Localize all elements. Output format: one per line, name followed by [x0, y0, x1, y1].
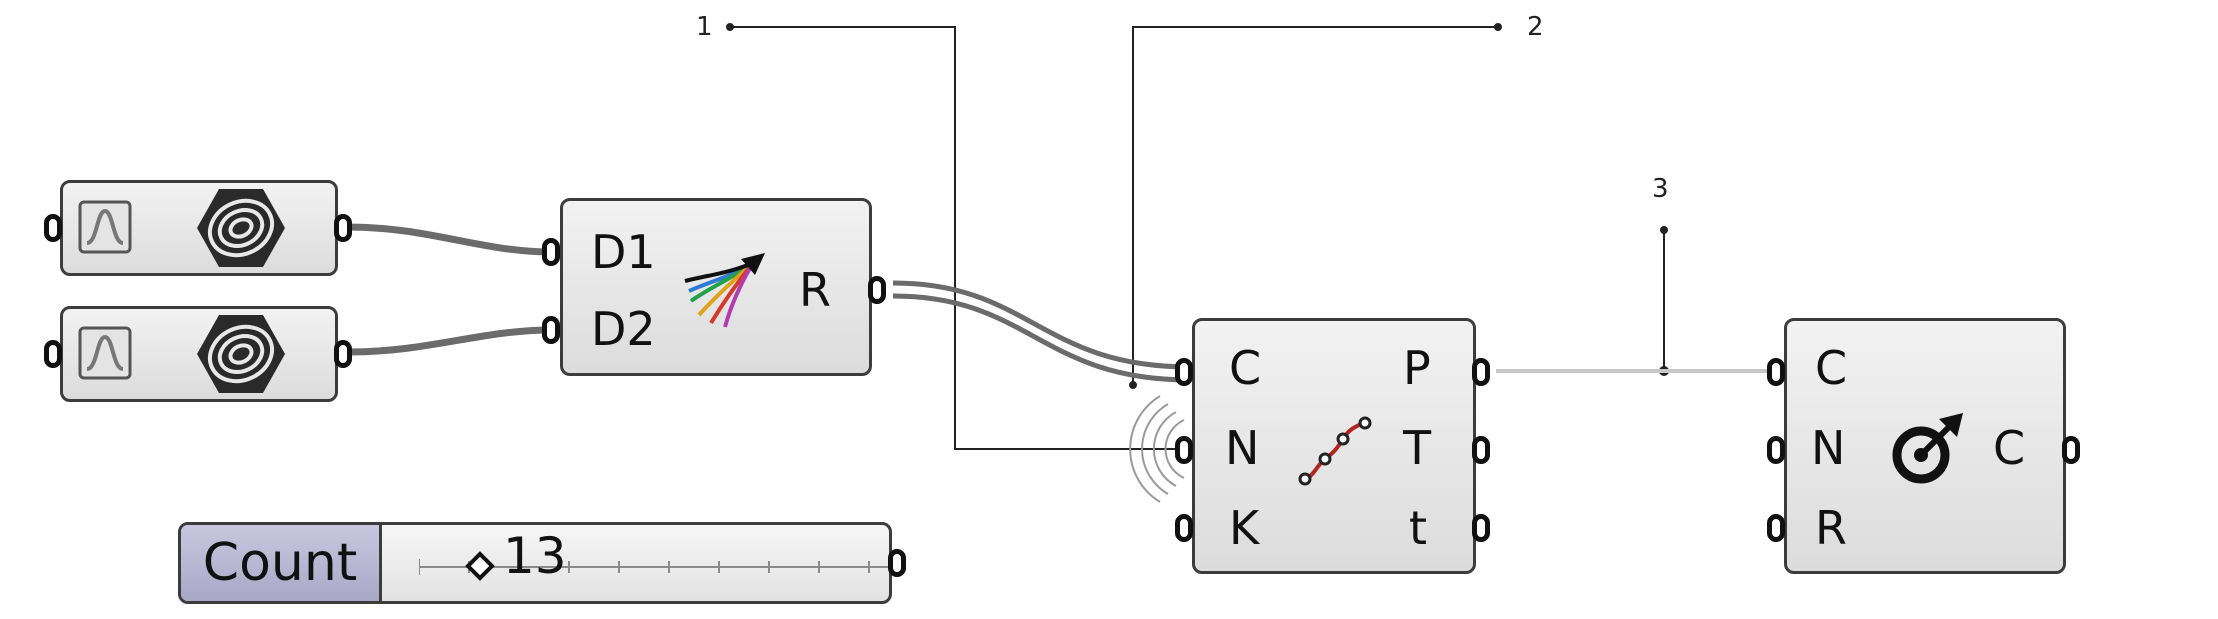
domain2-input-jack[interactable] — [44, 340, 62, 368]
colorful-arrows-icon — [684, 253, 765, 328]
divide-domain-d2-jack[interactable] — [542, 316, 560, 344]
wire-r-to-c-a[interactable] — [892, 280, 1191, 370]
input-k-label: K — [1229, 501, 1260, 555]
divide-curve-n-jack[interactable] — [1175, 436, 1193, 464]
leader-3-dot — [1660, 226, 1668, 234]
divide-curve-tparam-jack[interactable] — [1472, 514, 1490, 542]
leader-1-dot — [726, 23, 734, 31]
output-t-label: T — [1403, 421, 1432, 475]
leader-2-dot — [1494, 23, 1502, 31]
annotation-2: 2 — [1527, 12, 1544, 42]
divide-domain-component[interactable]: D1 D2 R — [560, 198, 872, 376]
divide-curve-c-jack[interactable] — [1175, 358, 1193, 386]
output-t-param-label: t — [1409, 501, 1428, 555]
divide-curve-k-jack[interactable] — [1175, 514, 1193, 542]
output-p-label: P — [1403, 341, 1431, 395]
graph-mapper-icon — [78, 326, 132, 380]
domain-component-1[interactable] — [60, 180, 338, 276]
circle-n-jack[interactable] — [1767, 436, 1785, 464]
circle-r-jack[interactable] — [1767, 514, 1785, 542]
output-r-label: R — [799, 263, 831, 317]
domain-component-2[interactable] — [60, 306, 338, 402]
input-n-label: N — [1811, 421, 1846, 475]
annotation-3: 3 — [1652, 174, 1669, 204]
wire-domain2-to-d2[interactable] — [347, 326, 553, 356]
input-d2-label: D2 — [591, 302, 656, 356]
input-c-label: C — [1815, 341, 1848, 395]
divide-curve-t-jack[interactable] — [1472, 436, 1490, 464]
wireless-indicator-icon — [1129, 395, 1185, 503]
count-number-slider[interactable]: Count 13 — [178, 522, 892, 604]
domain1-output-jack[interactable] — [334, 214, 352, 242]
input-r-label: R — [1815, 501, 1847, 555]
divide-domain-r-jack[interactable] — [868, 276, 886, 304]
wires — [347, 223, 1782, 383]
count-slider-output-jack[interactable] — [888, 549, 906, 577]
wire-domain1-to-d1[interactable] — [347, 223, 553, 256]
input-d1-label: D1 — [591, 225, 656, 279]
slider-grip-diamond-icon[interactable] — [465, 551, 495, 581]
circle-cnr-component[interactable]: C N R C — [1784, 318, 2066, 574]
domain-spiral-icon — [197, 315, 285, 393]
domain2-output-jack[interactable] — [334, 340, 352, 368]
divide-curve-p-jack[interactable] — [1472, 358, 1490, 386]
output-c-label: C — [1993, 421, 2026, 475]
leader-2-end — [1129, 381, 1137, 389]
domain1-input-jack[interactable] — [44, 214, 62, 242]
graph-mapper-icon — [78, 200, 132, 254]
leader-2 — [1132, 26, 1498, 385]
circle-c-jack[interactable] — [1767, 358, 1785, 386]
leader-1 — [730, 26, 1178, 450]
domain-spiral-icon — [197, 189, 285, 267]
input-c-label: C — [1229, 341, 1262, 395]
annotation-1: 1 — [696, 12, 713, 42]
divide-curve-icon — [1298, 416, 1372, 486]
circle-target-icon — [1892, 413, 1963, 484]
input-n-label: N — [1225, 421, 1260, 475]
annotation-leaders — [726, 23, 1669, 450]
divide-curve-component[interactable]: C N K P T t — [1192, 318, 1476, 574]
wire-r-to-c-b[interactable] — [892, 293, 1191, 383]
slider-value: 13 — [503, 527, 567, 585]
circle-output-c-jack[interactable] — [2062, 436, 2080, 464]
divide-domain-d1-jack[interactable] — [542, 238, 560, 266]
slider-label: Count — [181, 525, 382, 601]
